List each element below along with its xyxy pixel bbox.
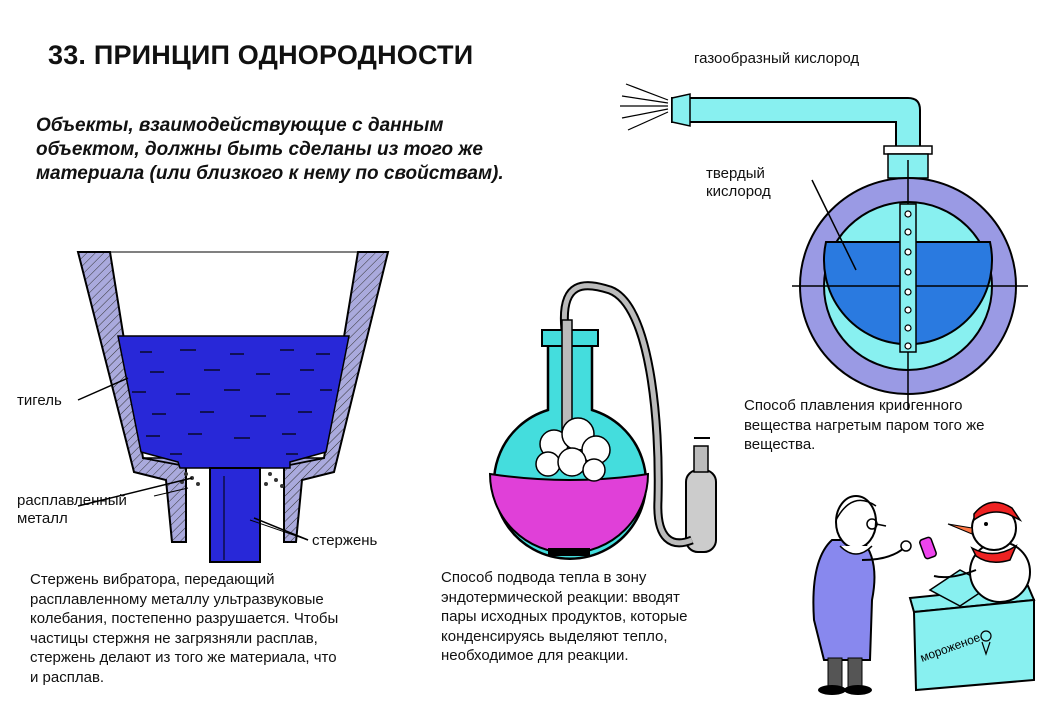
spray-lines (620, 83, 669, 131)
page-title: 33. ПРИНЦИП ОДНОРОДНОСТИ (48, 40, 474, 70)
caption-line: Стержень вибратора, передающий (30, 571, 275, 588)
old-man (812, 495, 912, 695)
caption-line: вещества нагретым паром того же (744, 416, 985, 434)
caption-line: необходимое для реакции. (441, 647, 629, 664)
crucible-figure (76, 251, 390, 563)
tube-holes (904, 210, 912, 350)
caption-line: частицы стержня не загрязняли расплав, (30, 629, 318, 647)
label-rod: стержень (312, 532, 378, 549)
oxygen-figure (620, 83, 1028, 410)
label-solid-oxygen-1: твердый (706, 165, 765, 182)
flask-liquid (488, 472, 650, 554)
principle-statement: Объекты, взаимодействующие с данным объе… (36, 115, 504, 184)
slag-granules (180, 472, 284, 488)
crucible-caption: Стержень вибратора, передающий расплавле… (30, 570, 338, 687)
caption-line: вещества. (744, 436, 816, 453)
molten-metal (117, 335, 350, 477)
caption-line: Способ подвода тепла в зону (441, 569, 647, 586)
snowman (919, 501, 1031, 603)
caption-line: стержень делают из того же материала, чт… (30, 649, 337, 666)
cartoon-scene: мороженое (812, 495, 1036, 695)
caption-line: и расплав. (30, 668, 105, 686)
label-molten-metal-2: металл (17, 510, 68, 527)
label-molten-metal-1: расплавленный (17, 492, 127, 509)
caption-line: конденсируясь выделяют тепло, (441, 627, 668, 645)
vibrator-rod (209, 467, 261, 563)
caption-line: эндотермической реакции: вводят (441, 588, 680, 606)
vapour-pipe (671, 97, 921, 149)
caption-line: колебания, постепенно разрушается. Чтобы (30, 610, 339, 627)
flask-caption: Способ подвода тепла в зону эндотермичес… (441, 568, 688, 666)
caption-line: расплавленному металлу ультразвуковые (30, 590, 324, 608)
label-solid-oxygen-2: кислород (706, 183, 771, 200)
label-gaseous-oxygen: газообразный кислород (694, 50, 860, 67)
flask-figure (488, 281, 717, 560)
vapour-cloud (535, 417, 611, 482)
label-crucible: тигель (17, 392, 62, 409)
metal-texture (132, 349, 332, 455)
caption-line: пары исходных продуктов, которые (441, 608, 688, 625)
